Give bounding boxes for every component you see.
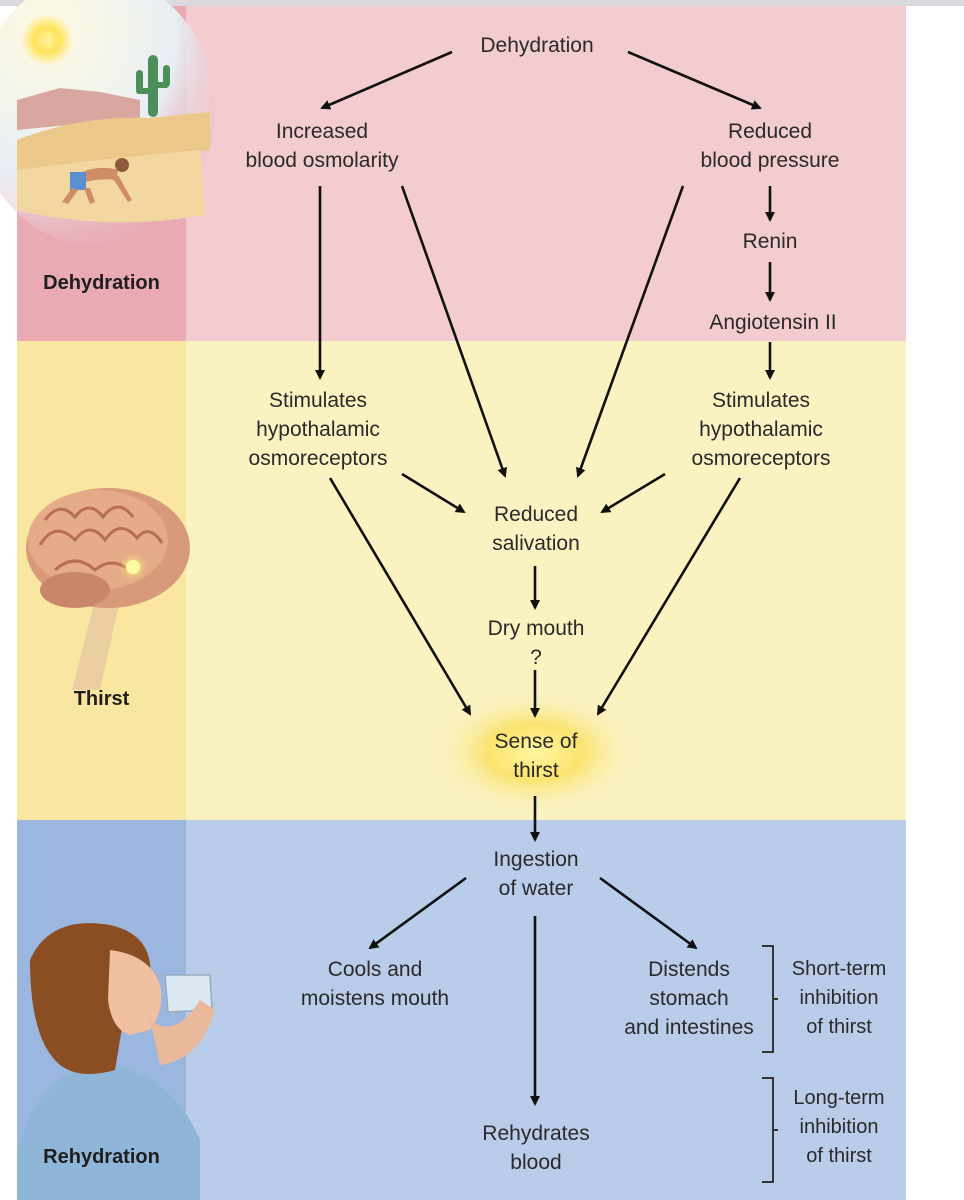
arrow-ingestion-to-distends [599, 876, 698, 950]
node-ingestion-of-water: Ingestion of water [493, 848, 579, 900]
crawling-person-icon [62, 158, 132, 204]
short-term-bracket [762, 945, 778, 1053]
woman-drinking-illustration [17, 923, 215, 1200]
section-label-rehydration: Rehydration [43, 1146, 160, 1168]
long-term-bracket [762, 1077, 778, 1183]
cactus-icon [136, 55, 170, 117]
arrow-stim-right-to-thirst [596, 477, 742, 716]
thirst-glow [430, 690, 640, 814]
arrow-stim-left-to-thirst [328, 477, 472, 716]
node-dehydration: Dehydration [480, 34, 594, 57]
node-rehydrates-blood: Rehydrates blood [482, 1122, 590, 1174]
node-reduced-pressure: Reduced blood pressure [700, 120, 840, 172]
brain-illustration [26, 488, 190, 690]
node-sense-of-thirst: Sense of thirst [494, 730, 578, 782]
arrow-dehydration-to-osmolarity [320, 50, 453, 110]
long-term-inhibition-label: Long-term inhibition of thirst [793, 1087, 885, 1167]
dehydration-band [186, 6, 906, 341]
arrow-stim-left-to-salivation [401, 472, 466, 514]
node-renin: Renin [742, 230, 798, 253]
arrow-pressure-to-salivation [576, 185, 685, 478]
short-term-inhibition-label: Short-term inhibition of thirst [791, 958, 887, 1038]
node-stimulates-right: Stimulates hypothalamic osmoreceptors [691, 389, 831, 470]
arrow-ingestion-to-cools [368, 876, 467, 950]
arrow-stim-right-to-salivation [600, 472, 666, 514]
node-stimulates-left: Stimulates hypothalamic osmoreceptors [248, 389, 388, 470]
top-border [0, 0, 964, 6]
desert-illustration [0, 0, 215, 245]
node-reduced-salivation: Reduced salivation [492, 503, 580, 555]
rehydration-band [186, 820, 906, 1200]
node-cools-and-moistens: Cools and moistens mouth [300, 958, 450, 1010]
node-increased-osmolarity: Increased blood osmolarity [245, 120, 399, 172]
arrow-osmolarity-to-salivation [400, 185, 508, 478]
section-label-dehydration: Dehydration [43, 272, 160, 294]
node-dry-mouth: Dry mouth ? [487, 617, 585, 669]
node-angiotensin: Angiotensin II [709, 311, 837, 334]
section-label-thirst: Thirst [73, 688, 130, 710]
node-distends-stomach: Distends stomach and intestines [624, 958, 754, 1039]
arrow-dehydration-to-pressure [627, 50, 762, 110]
